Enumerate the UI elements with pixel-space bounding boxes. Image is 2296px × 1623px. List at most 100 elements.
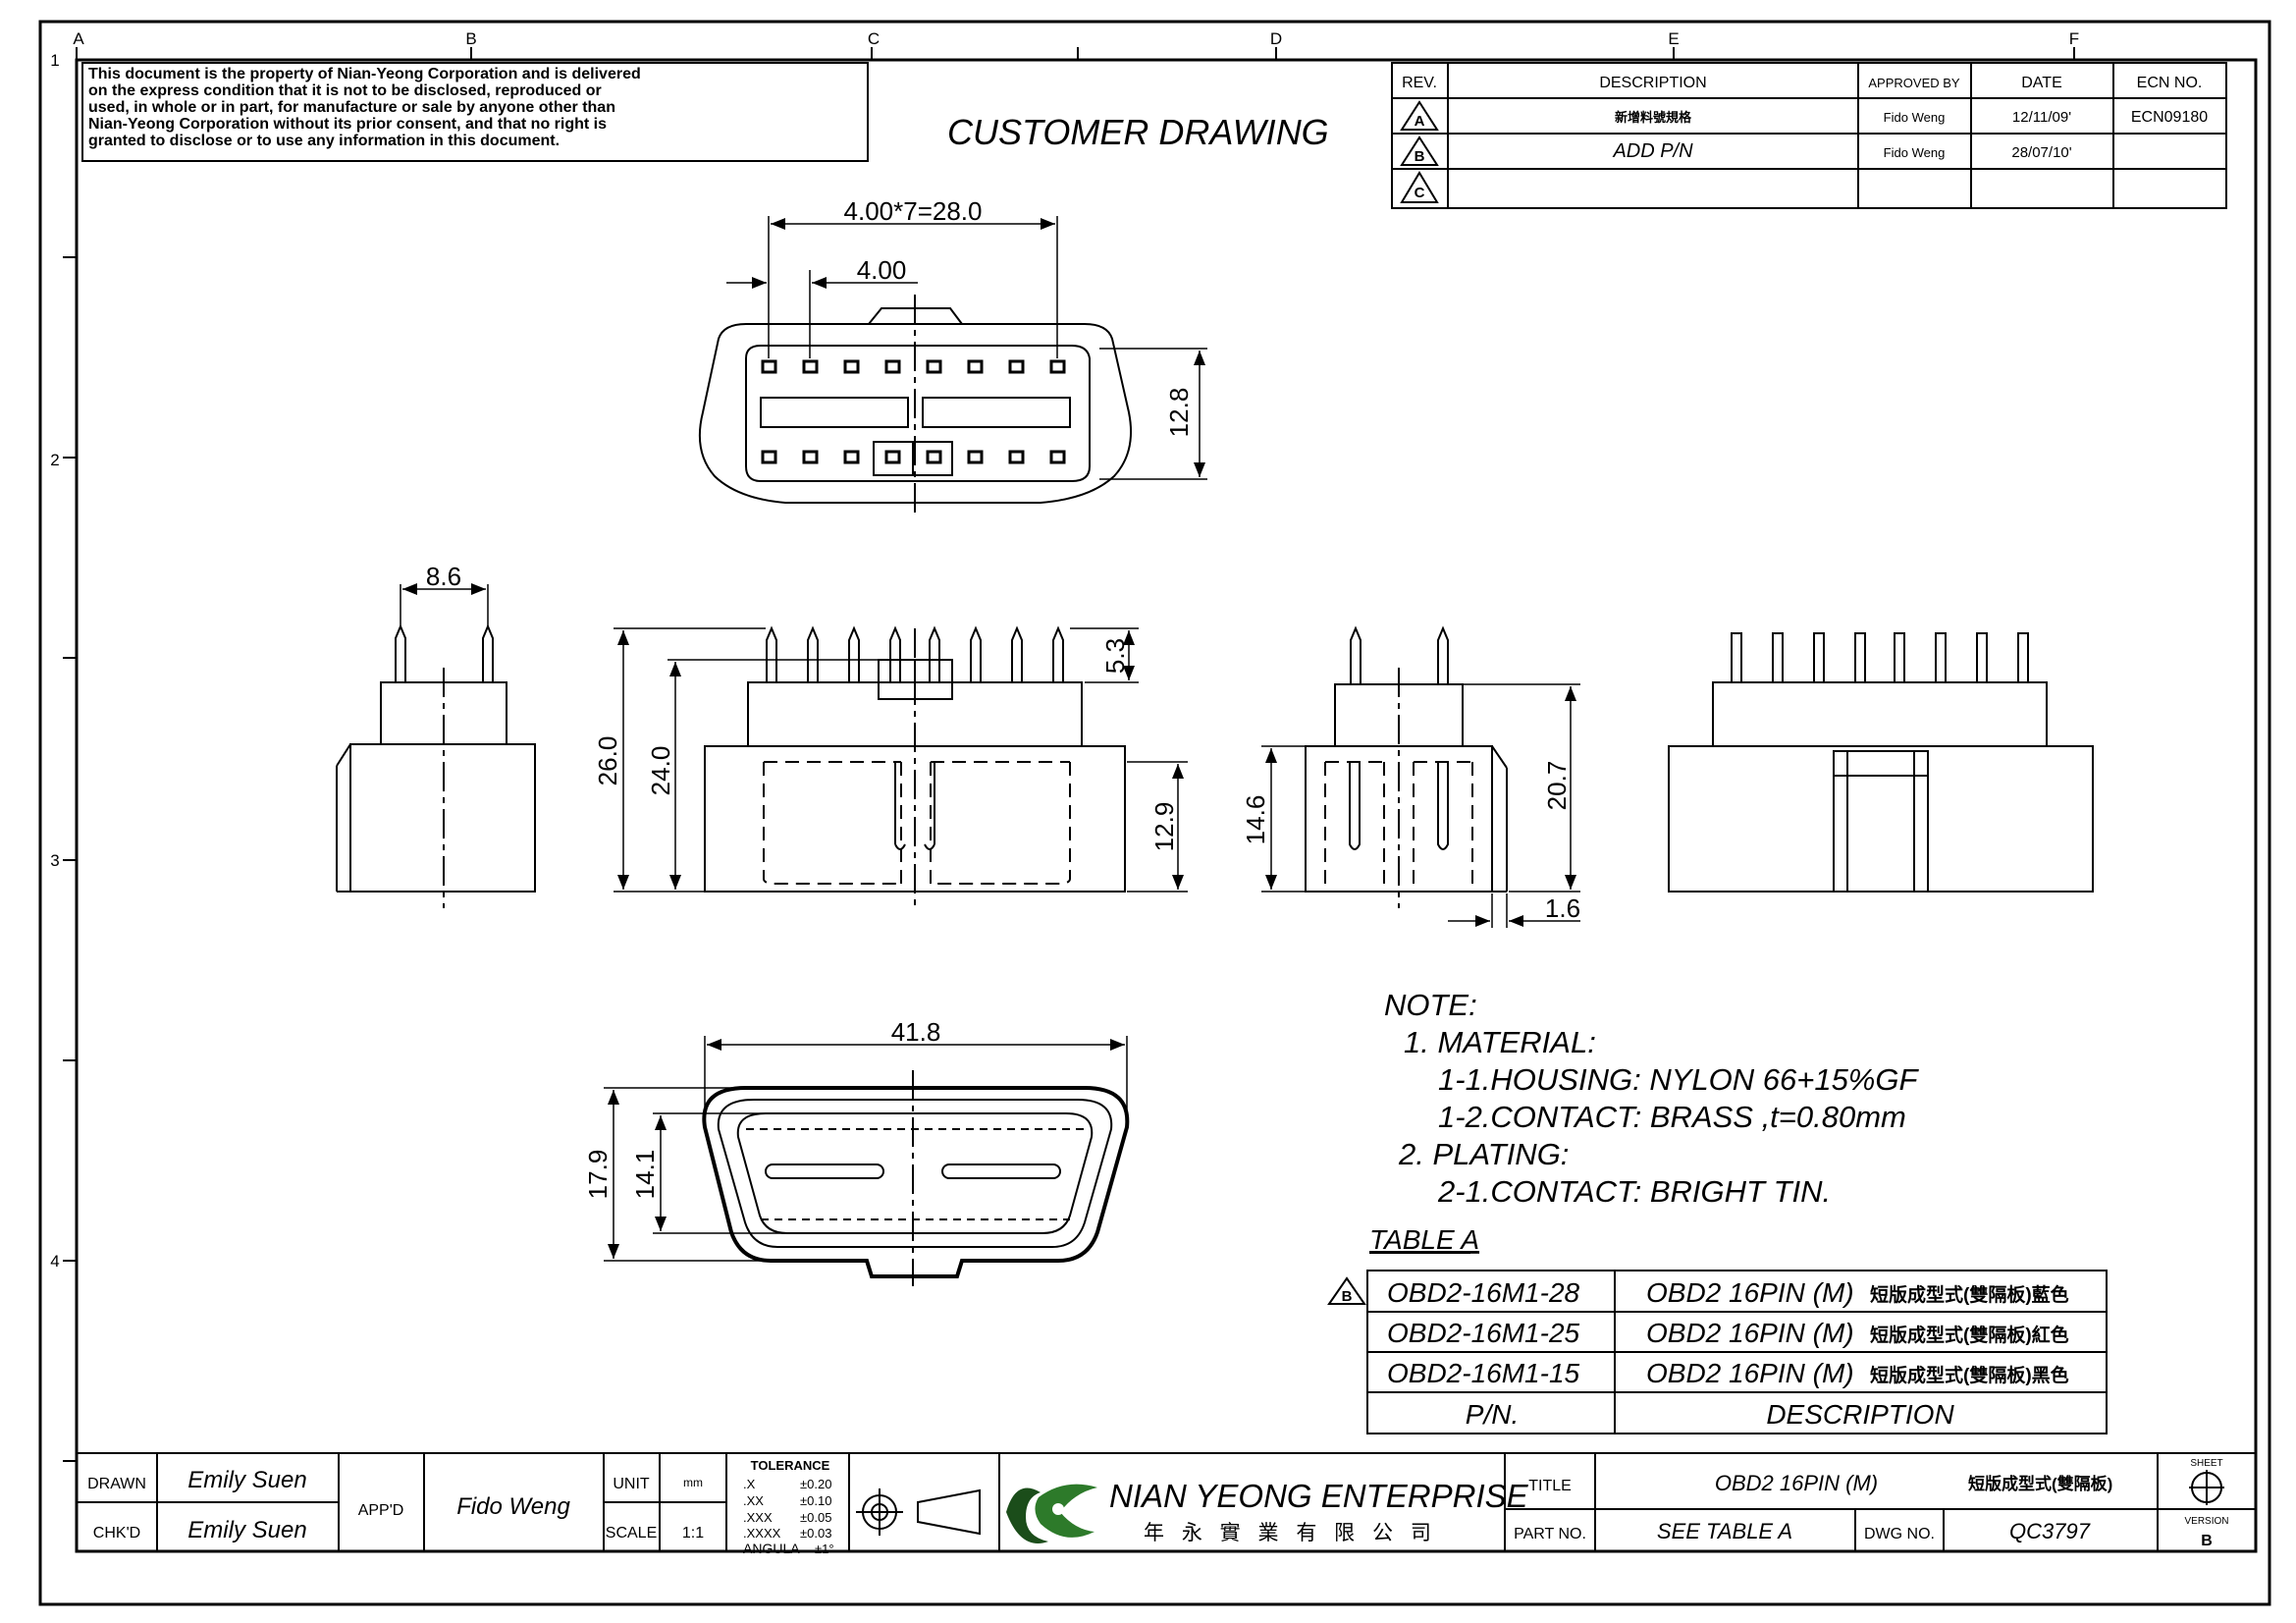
svg-text:2: 2 [50, 451, 59, 469]
disclaimer-text: This document is the property of Nian-Ye… [88, 66, 641, 149]
revision-table [1391, 62, 2227, 209]
rev-header-approved: APPROVED BY [1868, 76, 1960, 90]
svg-text:.X: .X [743, 1477, 756, 1491]
rev-markers [1400, 100, 1439, 203]
rev-c-label: C [1415, 185, 1425, 201]
dim-body-height: 24.0 [646, 746, 675, 796]
table-a-footer-desc: DESCRIPTION [1766, 1399, 1954, 1430]
svg-text:D: D [1270, 29, 1282, 48]
section-view-dimensions [1261, 683, 1580, 928]
svg-text:±0.20: ±0.20 [800, 1477, 831, 1491]
main-view-dimensions [614, 627, 1188, 893]
table-a-pn-3: OBD2-16M1-15 [1387, 1358, 1580, 1388]
notes: NOTE: 1. MATERIAL: 1-1.HOUSING: NYLON 66… [1384, 988, 1919, 1209]
svg-text:±0.10: ±0.10 [800, 1493, 831, 1508]
table-a-desc-3: OBD2 16PIN (M) [1646, 1358, 1854, 1388]
svg-text:±0.03: ±0.03 [800, 1526, 831, 1541]
dim-pin-length: 5.3 [1100, 638, 1130, 674]
table-a-pn-2: OBD2-16M1-25 [1387, 1318, 1580, 1348]
dim-bottom-width: 41.8 [891, 1017, 941, 1047]
back-view [1668, 632, 2094, 893]
title-block [76, 1452, 2257, 1552]
sheet-label: SHEET [2190, 1458, 2222, 1469]
svg-text:±0.05: ±0.05 [800, 1510, 831, 1525]
zone-labels: A B C D E F 1 2 3 4 [50, 29, 2079, 1271]
table-a-pn-1: OBD2-16M1-28 [1387, 1277, 1580, 1308]
title-label: TITLE [1528, 1478, 1572, 1494]
dim-pitch: 4.00 [857, 255, 907, 285]
company-name-cn: 年 永 實 業 有 限 公 司 [1144, 1522, 1437, 1544]
rev-b-label: B [1415, 148, 1425, 165]
tolerance-title: TOLERANCE [751, 1458, 830, 1473]
checked-by: Emily Suen [187, 1517, 306, 1543]
dwg-value: QC3797 [2009, 1519, 2091, 1543]
svg-text:ANGULA: ANGULA [743, 1541, 800, 1556]
rev-header-date: DATE [2021, 75, 2061, 91]
version-label: VERSION [2184, 1516, 2228, 1527]
table-a-title: TABLE A [1369, 1224, 1479, 1255]
table-a-desc-cn-2: 短版成型式(雙隔板)紅色 [1870, 1324, 2069, 1346]
side-view-dimensions [400, 583, 489, 628]
outer-frame [38, 20, 2271, 1606]
dim-section-height-b: 20.7 [1542, 761, 1572, 811]
svg-text:±1°: ±1° [815, 1542, 834, 1556]
side-view [336, 623, 536, 908]
scale-label: SCALE [606, 1525, 657, 1542]
zone-ticks [63, 47, 2075, 1462]
drawing-heading: CUSTOMER DRAWING [947, 112, 1329, 152]
svg-text:granted to disclose or to use: granted to disclose or to use any inform… [88, 133, 560, 149]
dim-housing-height: 12.9 [1149, 802, 1179, 852]
note-line-5: 2-1.CONTACT: BRIGHT TIN. [1437, 1174, 1831, 1209]
front-view [698, 295, 1133, 515]
svg-text:.XX: .XX [743, 1493, 764, 1508]
dim-pitch-total: 4.00*7=28.0 [844, 196, 983, 226]
title-value: OBD2 16PIN (M) [1715, 1471, 1878, 1495]
svg-text:3: 3 [50, 851, 59, 870]
company-name: NIAN YEONG ENTERPRISE [1109, 1478, 1529, 1514]
approved-label: APP'D [358, 1502, 404, 1519]
svg-text:Nian-Yeong Corporation without: Nian-Yeong Corporation without its prior… [88, 116, 607, 133]
note-line-3: 1-2.CONTACT: BRASS ,t=0.80mm [1438, 1100, 1906, 1134]
part-value: SEE TABLE A [1657, 1519, 1792, 1543]
rev-b-date: 28/07/10' [2011, 144, 2071, 161]
section-view [1305, 625, 1508, 908]
notes-title: NOTE: [1384, 988, 1477, 1022]
drawn-by: Emily Suen [187, 1467, 306, 1493]
dim-side-width: 8.6 [426, 562, 461, 591]
bottom-view-dimensions [604, 1036, 1128, 1262]
company-logo-icon [1006, 1484, 1097, 1543]
scale-value: 1:1 [682, 1525, 704, 1542]
svg-text:1: 1 [50, 51, 59, 70]
tolerance-block: TOLERANCE .X±0.20 .XX±0.10 .XXX±0.05 .XX… [743, 1458, 834, 1556]
svg-text:4: 4 [50, 1252, 59, 1271]
rev-header-ecn: ECN NO. [2137, 75, 2203, 91]
note-line-1: 1. MATERIAL: [1404, 1025, 1596, 1059]
dim-bottom-height-outer: 17.9 [583, 1150, 613, 1200]
svg-text:B: B [465, 29, 476, 48]
rev-a-ecn: ECN09180 [2131, 109, 2208, 126]
part-label: PART NO. [1514, 1526, 1586, 1542]
rev-a-date: 12/11/09' [2012, 109, 2071, 126]
unit-value: mm [683, 1476, 703, 1489]
rev-a-description: 新增料號規格 [1615, 110, 1692, 125]
checked-label: CHK'D [93, 1525, 140, 1542]
svg-text:A: A [73, 29, 84, 48]
third-angle-projection-icon [856, 1488, 981, 1536]
svg-text:C: C [868, 29, 880, 48]
dim-offset: 1.6 [1545, 893, 1580, 923]
sheet-symbol-icon [2189, 1470, 2224, 1505]
table-a-footer-pn: P/N. [1466, 1399, 1519, 1430]
table-a-rev-marker: B [1342, 1288, 1353, 1305]
table-a [1327, 1270, 2108, 1434]
rev-b-description: ADD P/N [1612, 140, 1693, 162]
note-line-4: 2. PLATING: [1398, 1137, 1569, 1171]
rev-header-desc: DESCRIPTION [1599, 75, 1706, 91]
table-a-desc-2: OBD2 16PIN (M) [1646, 1318, 1854, 1348]
svg-text:on the express condition tha: on the express condition that it is not … [88, 82, 602, 99]
version-value: B [2201, 1533, 2213, 1549]
dwg-label: DWG NO. [1864, 1526, 1935, 1542]
title-value-cn: 短版成型式(雙隔板) [1968, 1474, 2112, 1493]
dim-bottom-height-inner: 14.1 [630, 1150, 660, 1200]
svg-text:used, in whole or in part, for: used, in whole or in part, for manufactu… [88, 99, 615, 116]
